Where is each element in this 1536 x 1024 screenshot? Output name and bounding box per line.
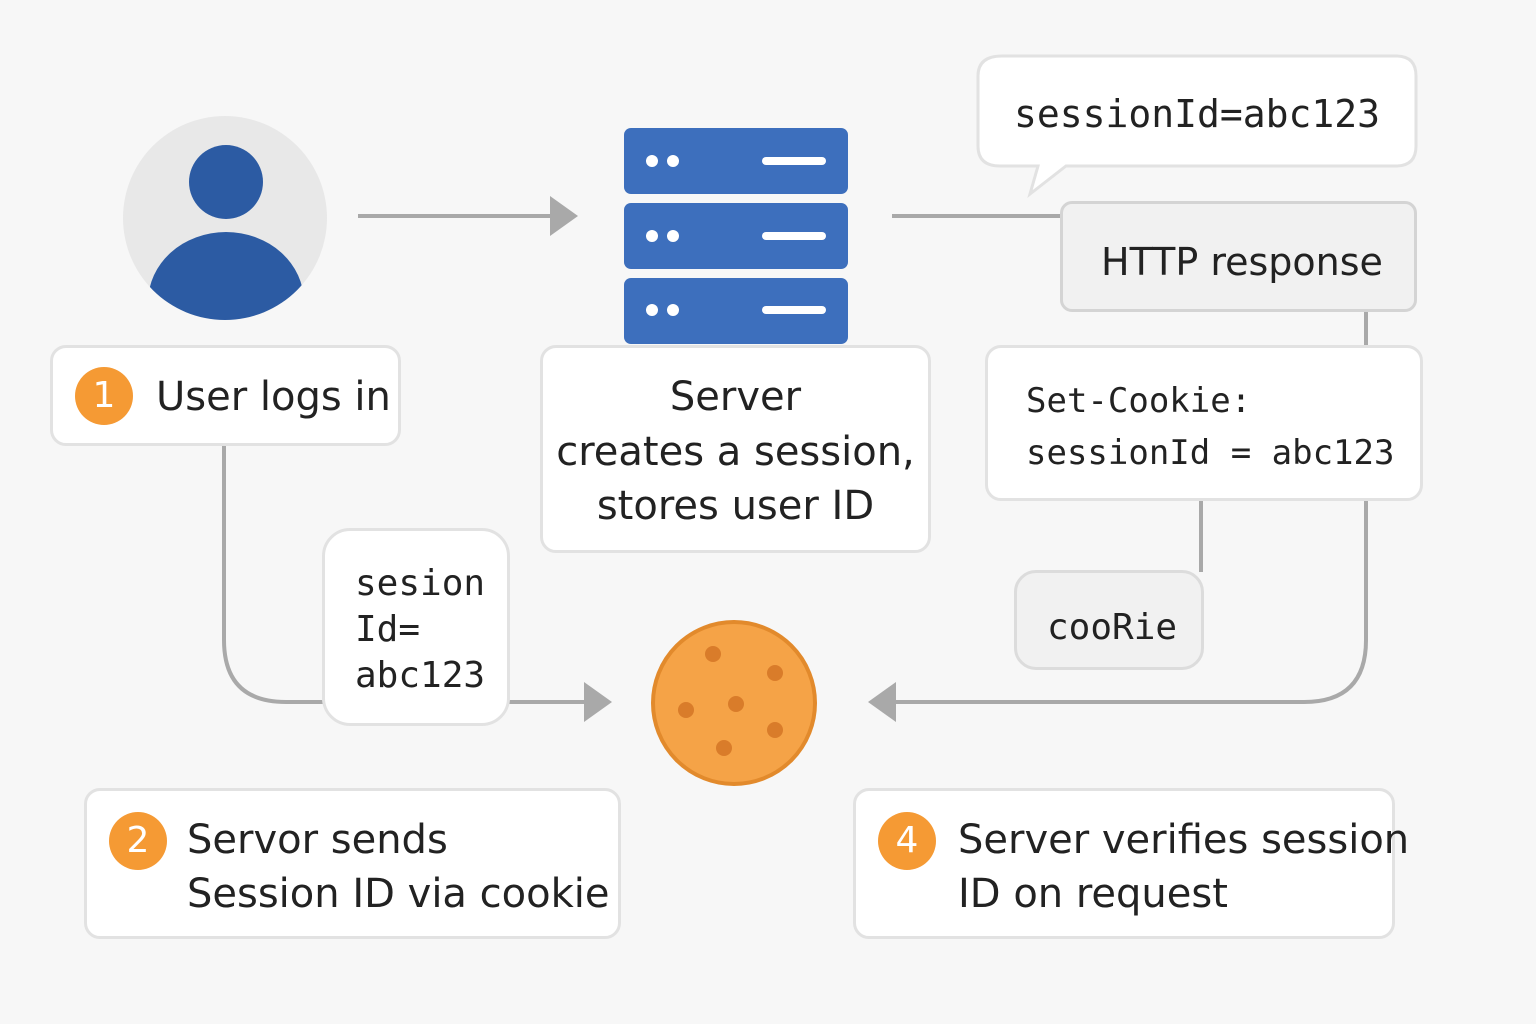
- set-cookie-header: Set-Cookie:: [1026, 381, 1252, 421]
- set-cookie-value: sessionId = abc123: [1026, 433, 1395, 473]
- user-avatar-icon: [123, 116, 327, 320]
- session-id-tag: sesion Id= abc123: [322, 528, 510, 726]
- cookie-icon: [651, 620, 817, 786]
- connector-login-cookie: [222, 446, 588, 704]
- session-id-line2: Id=: [355, 609, 421, 650]
- step-2-line1: Servor sends: [187, 817, 448, 863]
- step-4-badge: 4: [878, 812, 936, 870]
- step-2-line2: Session ID via cookie: [187, 871, 610, 917]
- cookie-tag-text: cooRie: [1047, 607, 1178, 648]
- set-cookie-box: Set-Cookie: sessionId = abc123: [985, 345, 1423, 501]
- speech-bubble-shape: [976, 54, 1418, 199]
- server-line2: creates a session,: [556, 429, 915, 475]
- step-2-badge: 2: [109, 812, 167, 870]
- session-id-line1: sesion: [355, 563, 486, 604]
- step-1-badge: 1: [75, 367, 133, 425]
- arrow-icon: [358, 196, 578, 236]
- server-line1: Server: [669, 374, 802, 420]
- step-1-box: 1 User logs in: [50, 345, 401, 446]
- step-1-label: User logs in: [156, 374, 391, 420]
- step-2-box: 2 Servor sends Session ID via cookie: [84, 788, 621, 939]
- arrow-icon: [584, 682, 612, 722]
- step-4-line2: ID on request: [958, 871, 1228, 917]
- server-line3: stores user ID: [596, 483, 875, 529]
- arrow-icon: [868, 682, 896, 722]
- step-4-line1: Server verifies session: [958, 817, 1410, 863]
- http-response-box: HTTP response: [1060, 201, 1417, 312]
- cookie-tag: cooRie: [1014, 570, 1204, 670]
- speech-bubble-text: sessionId=abc123: [1014, 92, 1381, 136]
- step-4-box: 4 Server verifies session ID on request: [853, 788, 1409, 939]
- server-description-box: Server creates a session, stores user ID: [540, 345, 931, 553]
- http-response-label: HTTP response: [1101, 240, 1383, 284]
- connector-return-path: [880, 501, 1368, 704]
- session-id-line3: abc123: [355, 655, 486, 696]
- server-stack-icon: [624, 128, 848, 344]
